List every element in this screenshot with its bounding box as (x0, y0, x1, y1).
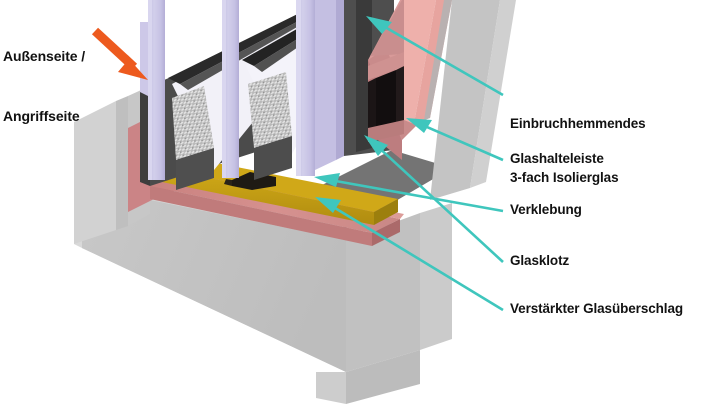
label-isolierglas-line2: 3-fach Isolierglas (510, 170, 619, 185)
glass-pane-outer (148, 0, 165, 180)
glass-pane-middle (222, 0, 239, 178)
triple-glazing-unit (140, 0, 372, 190)
orange-arrow-attack-side (91, 27, 148, 80)
glass-laminate-leaf (315, 0, 344, 170)
label-attack-side-line2: Angriffseite (3, 108, 80, 124)
leader-glasklotz (364, 135, 504, 263)
leader-glasueberschlag (315, 197, 504, 312)
label-attack-side: Außenseite / Angriffseite (3, 6, 85, 166)
label-glasklotz: Glasklotz (510, 253, 570, 268)
leader-verklebung (314, 173, 504, 213)
label-isolierglas-line1: Einbruchhemmendes (510, 116, 646, 131)
leader-lines (314, 16, 504, 312)
label-glasueberschlag: Verstärkter Glasüberschlag (510, 301, 683, 316)
leader-glashalteleiste (406, 118, 504, 162)
reinforced-frame-profile (344, 0, 516, 200)
label-verklebung: Verklebung (510, 202, 582, 217)
label-glashalteleiste: Glashalteleiste (510, 151, 604, 166)
glass-pane-inner (296, 0, 315, 176)
label-isolierglas: Einbruchhemmendes 3-fach Isolierglas (510, 79, 646, 223)
label-attack-side-line1: Außenseite / (3, 48, 86, 64)
leader-isolierglas (366, 16, 504, 97)
